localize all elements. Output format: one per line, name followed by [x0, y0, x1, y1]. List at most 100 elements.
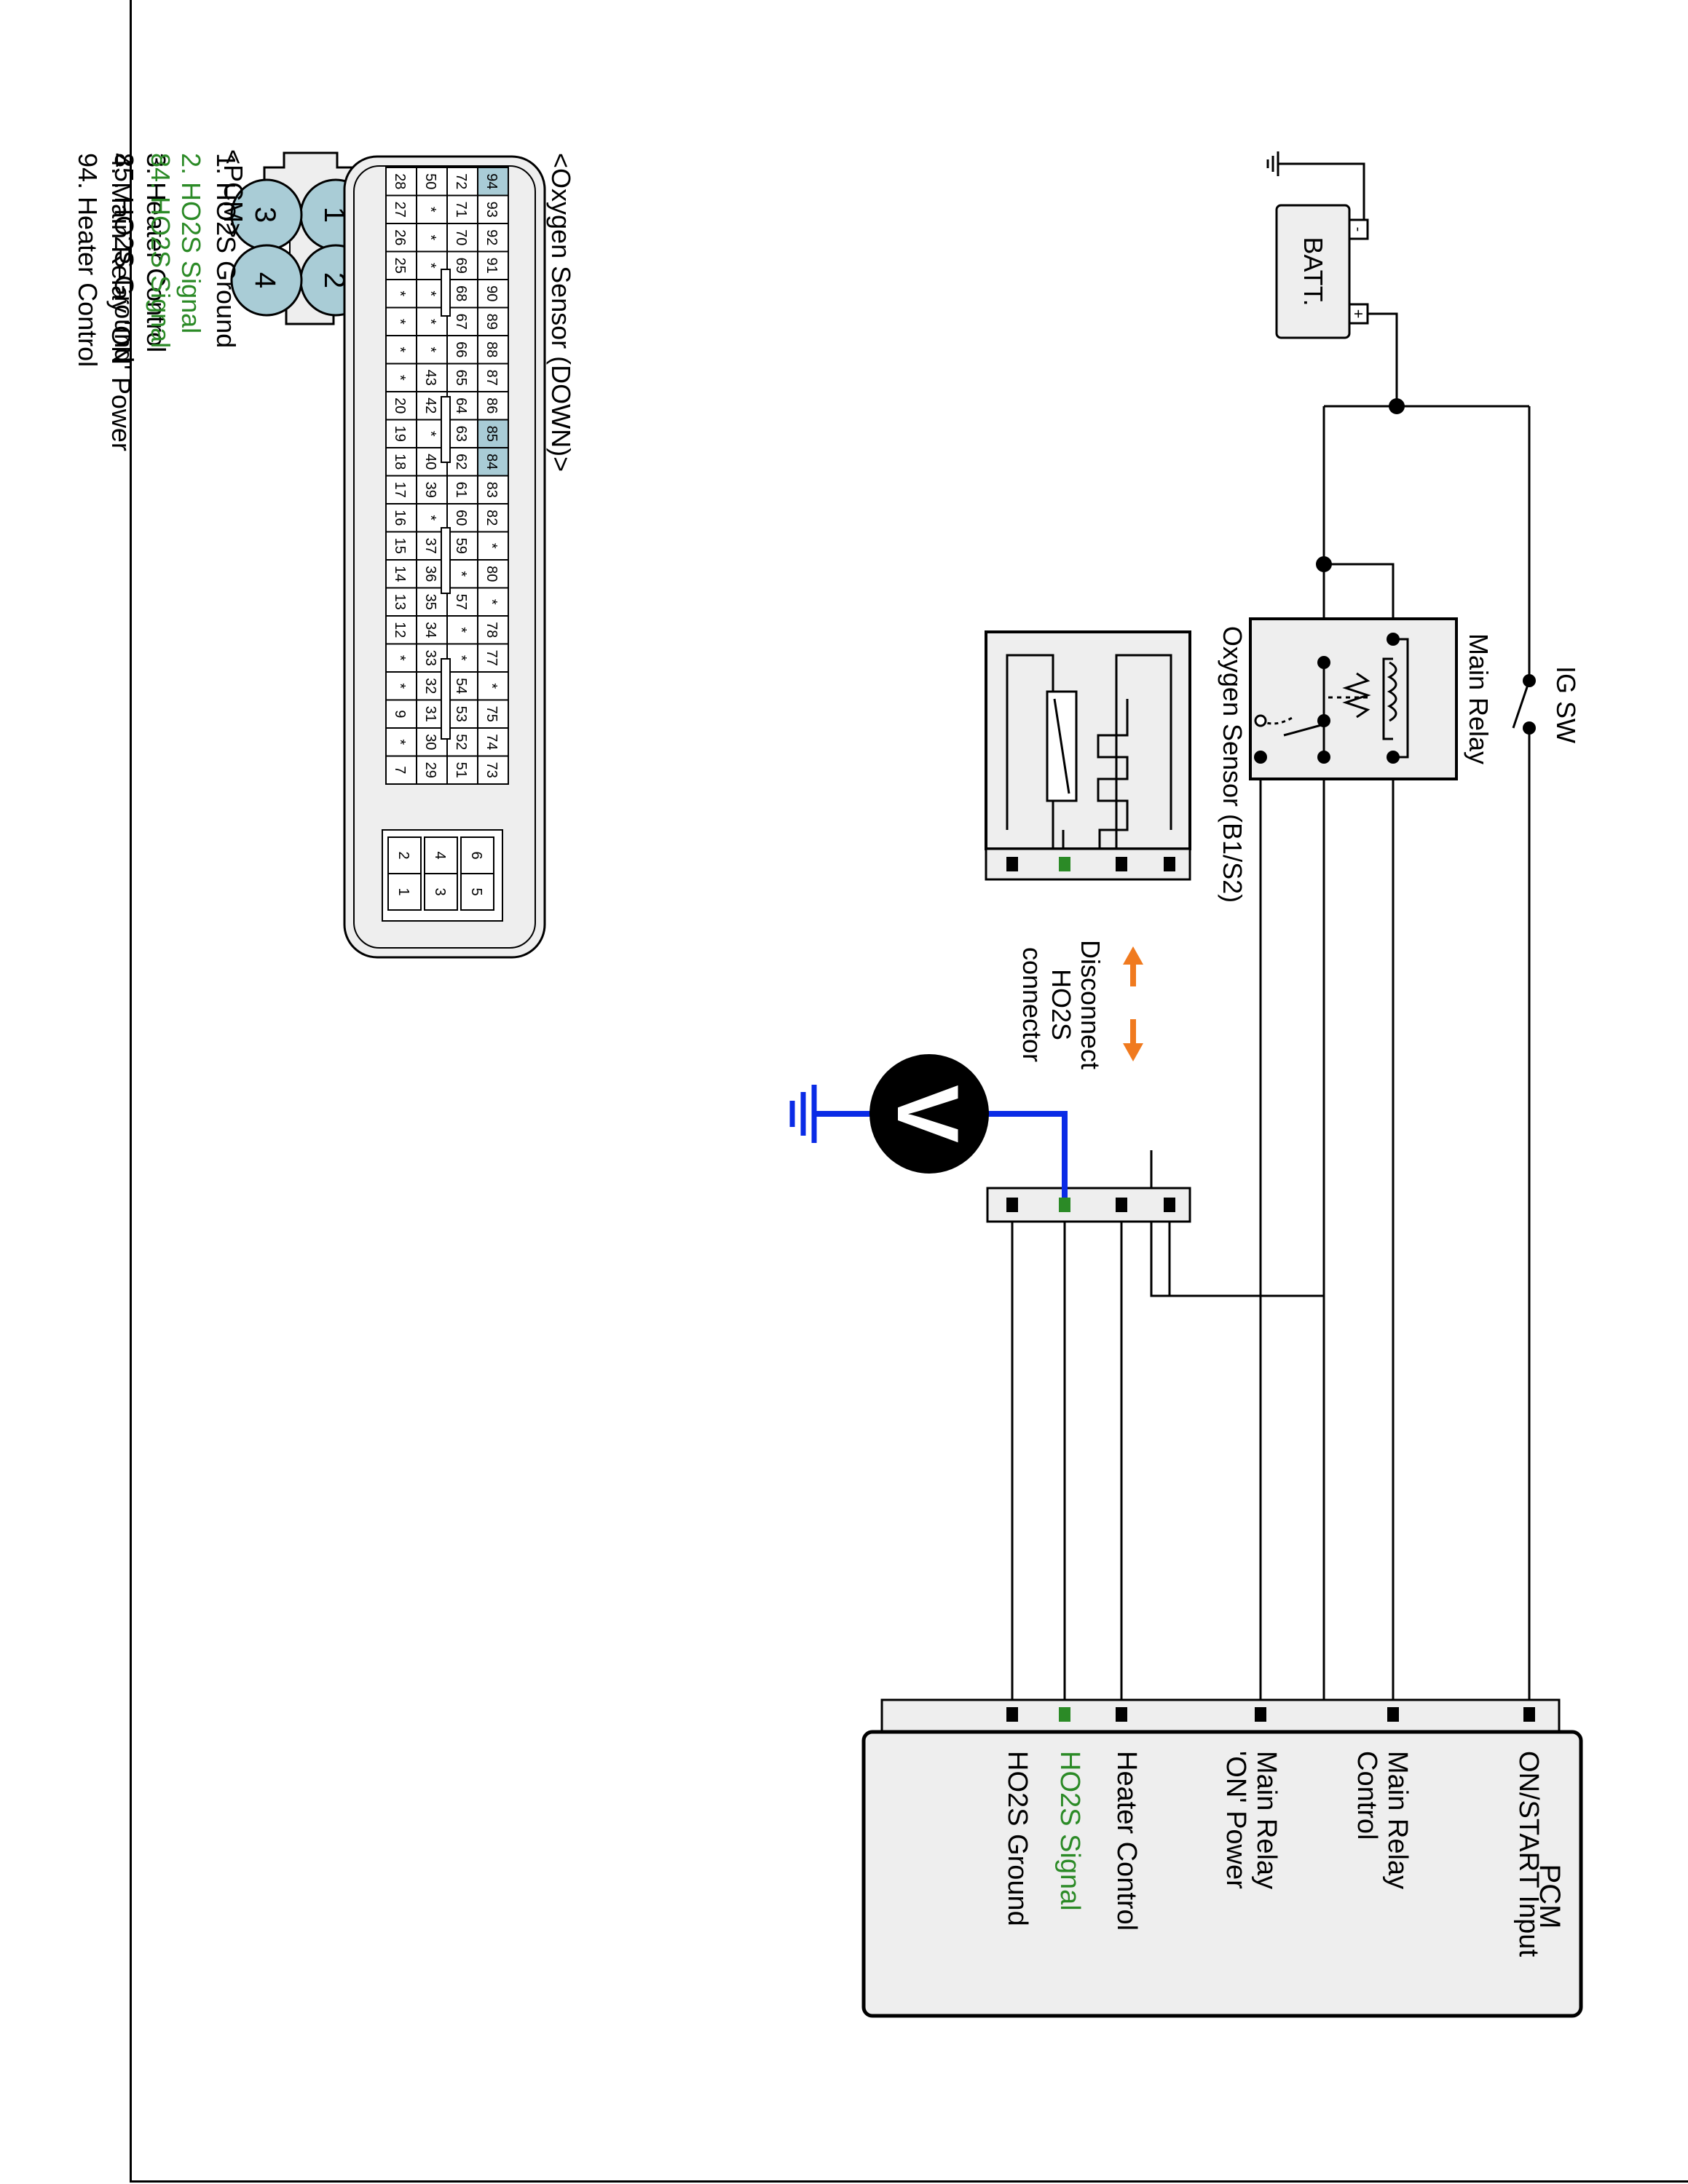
pcm-aux-cell-label: 5 — [468, 887, 484, 895]
pcm-pin-label-line: Heater Control — [1111, 1751, 1142, 1931]
pcm-aux-cell-label: 2 — [395, 851, 411, 859]
pcm-grid-cell-label: 82 — [484, 510, 500, 526]
disconnect-line-1: Disconnect — [1076, 940, 1105, 1069]
pcm-aux-cell-label: 3 — [432, 887, 448, 895]
pcm-pin-grid: 94939291908988878685848382*80*7877*75747… — [385, 167, 509, 785]
pcm-grid-cell-label: 51 — [453, 762, 469, 778]
pcm-grid-cell-label: 78 — [484, 622, 500, 638]
pcm-aux-cell-label: 1 — [395, 887, 411, 895]
pcm-grid-cell-label: 52 — [453, 734, 469, 750]
battery-negative-terminal — [1348, 218, 1369, 240]
pcm-aux-cell — [424, 873, 458, 911]
pcm-grid-cell-label: * — [422, 347, 438, 352]
disconnect-arrow-icon — [1123, 946, 1143, 1061]
voltmeter-symbol: V — [879, 1085, 977, 1143]
pcm-grid-cell-label: 86 — [484, 397, 500, 414]
pcm-grid-cell-label: 91 — [484, 258, 500, 274]
meter-ground-icon — [789, 1085, 817, 1143]
pcm-grid-cell-label: 7 — [392, 766, 408, 774]
sensor-connector-housing — [985, 847, 1191, 881]
ig-switch-label: IG SW — [1551, 666, 1581, 743]
pcm-grid-cell-label: 37 — [422, 538, 438, 554]
pcm-grid-cell-label: 63 — [453, 426, 469, 442]
sensor-pin-4 — [1164, 857, 1175, 871]
o2-pin-number: 4 — [249, 272, 281, 288]
pcm-grid-cell-label: 26 — [392, 229, 408, 245]
pcm-grid-cell-label: * — [422, 515, 438, 521]
pcm-grid-cell-label: 30 — [422, 734, 438, 750]
pcm-grid-cell-label: 27 — [392, 202, 408, 218]
main-relay-label: Main Relay — [1464, 633, 1494, 764]
pcm-grid-cell-label: 92 — [484, 229, 500, 245]
pcm-grid-cell-label: * — [392, 683, 408, 689]
pcm-grid-cell-label: 72 — [453, 173, 469, 189]
pcm-grid-cell-label: * — [453, 655, 469, 661]
pcm-grid-cell-label: 83 — [484, 482, 500, 498]
disconnect-line-3: connector — [1017, 947, 1047, 1062]
pcm-title: PCM — [1534, 1864, 1566, 1929]
o2-pin-number: 2 — [318, 272, 350, 288]
pcm-grid-cell-label: 12 — [392, 622, 408, 638]
pcm-pin-label-line: 'ON' Power — [1220, 1751, 1251, 1889]
disconnect-line-2: HO2S — [1046, 969, 1076, 1040]
pcm-pin-label: Heater Control — [1111, 1751, 1142, 1931]
battery-label: BATT. — [1298, 237, 1328, 306]
pcm-grid-cell-label: 90 — [484, 285, 500, 301]
signal-wires — [1011, 1222, 1324, 1709]
pcm-box — [861, 1730, 1583, 2018]
page-frame — [130, 0, 1688, 2183]
pcm-grid-cell-label: 62 — [453, 454, 469, 470]
pcm-grid-cell-label: 89 — [484, 314, 500, 330]
pcm-grid-cell-label: 69 — [453, 258, 469, 274]
pcm-grid-cell-label: 28 — [392, 173, 408, 189]
oxygen-sensor-box — [985, 630, 1191, 850]
pcm-grid-cell-label: 71 — [453, 202, 469, 218]
pcm-grid-cell-label: * — [392, 655, 408, 661]
pcm-grid-cell-label: 84 — [484, 454, 500, 470]
pcm-grid-cell-label: * — [422, 207, 438, 213]
pcm-grid-cell-label: 57 — [453, 594, 469, 610]
pcm-grid-cell-label: 67 — [453, 314, 469, 330]
pcm-grid-cell-label: 20 — [392, 397, 408, 414]
pcm-grid-cell-label: * — [453, 627, 469, 633]
pcm-grid-cell-label: 9 — [392, 710, 408, 718]
pcm-grid-cell-label: 35 — [422, 594, 438, 610]
pcm-pin-label-line: Main Relay — [1251, 1751, 1282, 1889]
pcm-grid-cell-label: 50 — [422, 173, 438, 189]
sensor-pin-3 — [1116, 857, 1127, 871]
o2-pin-list-item: 1. HO2S Ground — [211, 153, 241, 348]
pcm-grid-cell-label: 87 — [484, 370, 500, 386]
pcm-pin-label-line: Main Relay — [1382, 1751, 1413, 1889]
pcm-grid-cell-label: 74 — [484, 734, 500, 750]
pcm-pin-label: HO2S Ground — [1002, 1751, 1033, 1926]
pcm-grid-cell — [385, 755, 417, 785]
voltmeter-icon — [869, 1054, 989, 1174]
pcm-aux-cell — [460, 873, 494, 911]
battery-plus-sign: + — [1349, 309, 1368, 319]
pcm-connector-face: <PCM> 94939291908988878685848382*80*7877… — [73, 149, 546, 959]
pcm-grid-cell-label: 53 — [453, 706, 469, 722]
pcm-grid-cell-label: 66 — [453, 341, 469, 357]
pcm-pin-label-line: HO2S Ground — [1002, 1751, 1033, 1926]
pcm-pin-label: Main RelayControl — [1352, 1751, 1413, 1889]
pcm-pin-list-item: 94. Heater Control — [73, 153, 103, 367]
pcm-grid-cell-label: 33 — [422, 650, 438, 666]
junction-dots — [1316, 398, 1405, 572]
pcm-grid-cell-label: 65 — [453, 370, 469, 386]
pcm-grid-cell-label: * — [422, 319, 438, 325]
pcm-grid-cell-label: 64 — [453, 397, 469, 414]
o2-pin-number: 3 — [249, 207, 281, 223]
pcm-grid-cell-label: 70 — [453, 229, 469, 245]
pcm-grid-cell-label: 17 — [392, 482, 408, 498]
pcm-grid-cell-label: 68 — [453, 285, 469, 301]
pcm-pin-label: Main Relay'ON' Power — [1220, 1751, 1282, 1889]
sensor-pin-1 — [1006, 857, 1018, 871]
pcm-grid-cell-label: 16 — [392, 510, 408, 526]
pcm-grid-cell-label: 93 — [484, 202, 500, 218]
pcm-grid-cell-label: 94 — [484, 173, 500, 189]
pcm-grid-cell-label: 54 — [453, 678, 469, 694]
